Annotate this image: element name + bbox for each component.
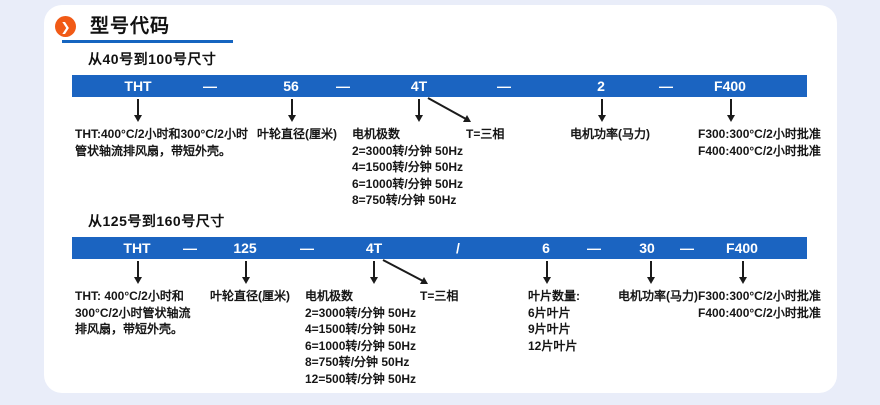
- code-explanation-impeller-diameter: 叶轮直径(厘米): [257, 127, 337, 141]
- arrow-down-icon: [415, 99, 423, 122]
- arrow-down-icon: [134, 99, 142, 122]
- code-separator: —: [497, 78, 511, 94]
- code-segment: 30: [639, 240, 655, 256]
- code-separator: /: [456, 240, 460, 256]
- code-segment: 4T: [410, 78, 428, 94]
- code-separator: —: [336, 78, 350, 94]
- code-explanation-motor-power: 电机功率(马力): [570, 127, 650, 141]
- code-explanation-tht: THT:400°C/2小时和300°C/2小时 管状轴流排风扇，带短外壳。: [75, 127, 248, 158]
- code-explanation-three-phase: T=三相: [466, 127, 505, 141]
- arrow-down-icon: [134, 261, 142, 284]
- code-explanation-impeller-diameter: 叶轮直径(厘米): [210, 289, 290, 303]
- content-card: [44, 5, 837, 393]
- code-segment: 4T: [365, 240, 383, 256]
- code-segment: 56: [283, 78, 299, 94]
- code-explanation-temp-rating: F300:300°C/2小时批准 F400:400°C/2小时批准: [698, 127, 821, 158]
- code-segment: F400: [726, 240, 758, 256]
- title-underline: [62, 40, 233, 43]
- arrow-diagonal-icon: [427, 97, 471, 122]
- arrow-down-icon: [727, 99, 735, 122]
- code-separator: —: [300, 240, 314, 256]
- code-segment: 2: [597, 78, 605, 94]
- page-title: 型号代码: [90, 16, 171, 37]
- arrow-down-icon: [598, 99, 606, 122]
- code-separator: —: [203, 78, 217, 94]
- code-segment: THT: [123, 240, 151, 256]
- code-segment: F400: [714, 78, 746, 94]
- arrow-down-icon: [288, 99, 296, 122]
- code-explanation-motor-power: 电机功率(马力): [618, 289, 698, 303]
- code-separator: —: [659, 78, 673, 94]
- code-explanation-motor-poles: 电机极数 2=3000转/分钟 50Hz 4=1500转/分钟 50Hz 6=1…: [305, 289, 417, 386]
- code-explanation-motor-poles: 电机极数 2=3000转/分钟 50Hz 4=1500转/分钟 50Hz 6=1…: [352, 127, 464, 207]
- arrow-down-icon: [647, 261, 655, 284]
- model-code-bar-2: THT — 125 — 4T / 6 — 30 — F400: [72, 237, 807, 259]
- arrow-down-icon: [242, 261, 250, 284]
- arrow-diagonal-icon: [382, 259, 428, 284]
- code-explanation-temp-rating: F300:300°C/2小时批准 F400:400°C/2小时批准: [698, 289, 821, 320]
- code-explanation-tht: THT: 400°C/2小时和 300°C/2小时管状轴流 排风扇，带短外壳。: [75, 289, 191, 336]
- arrow-down-icon: [739, 261, 747, 284]
- chevron-right-icon: ❯: [55, 16, 76, 37]
- model-code-bar-1: THT — 56 — 4T — 2 — F400: [72, 75, 807, 97]
- code-separator: —: [680, 240, 694, 256]
- section-heading-40-100: 从40号到100号尺寸: [88, 51, 217, 67]
- code-segment: 125: [233, 240, 257, 256]
- code-explanation-blade-count: 叶片数量: 6片叶片 9片叶片 12片叶片: [528, 289, 580, 353]
- arrow-down-icon: [543, 261, 551, 284]
- code-separator: —: [587, 240, 601, 256]
- code-segment: THT: [124, 78, 152, 94]
- arrow-down-icon: [370, 261, 378, 284]
- code-segment: 6: [542, 240, 550, 256]
- code-explanation-three-phase: T=三相: [420, 289, 459, 303]
- code-separator: —: [183, 240, 197, 256]
- section-heading-125-160: 从125号到160号尺寸: [88, 213, 225, 229]
